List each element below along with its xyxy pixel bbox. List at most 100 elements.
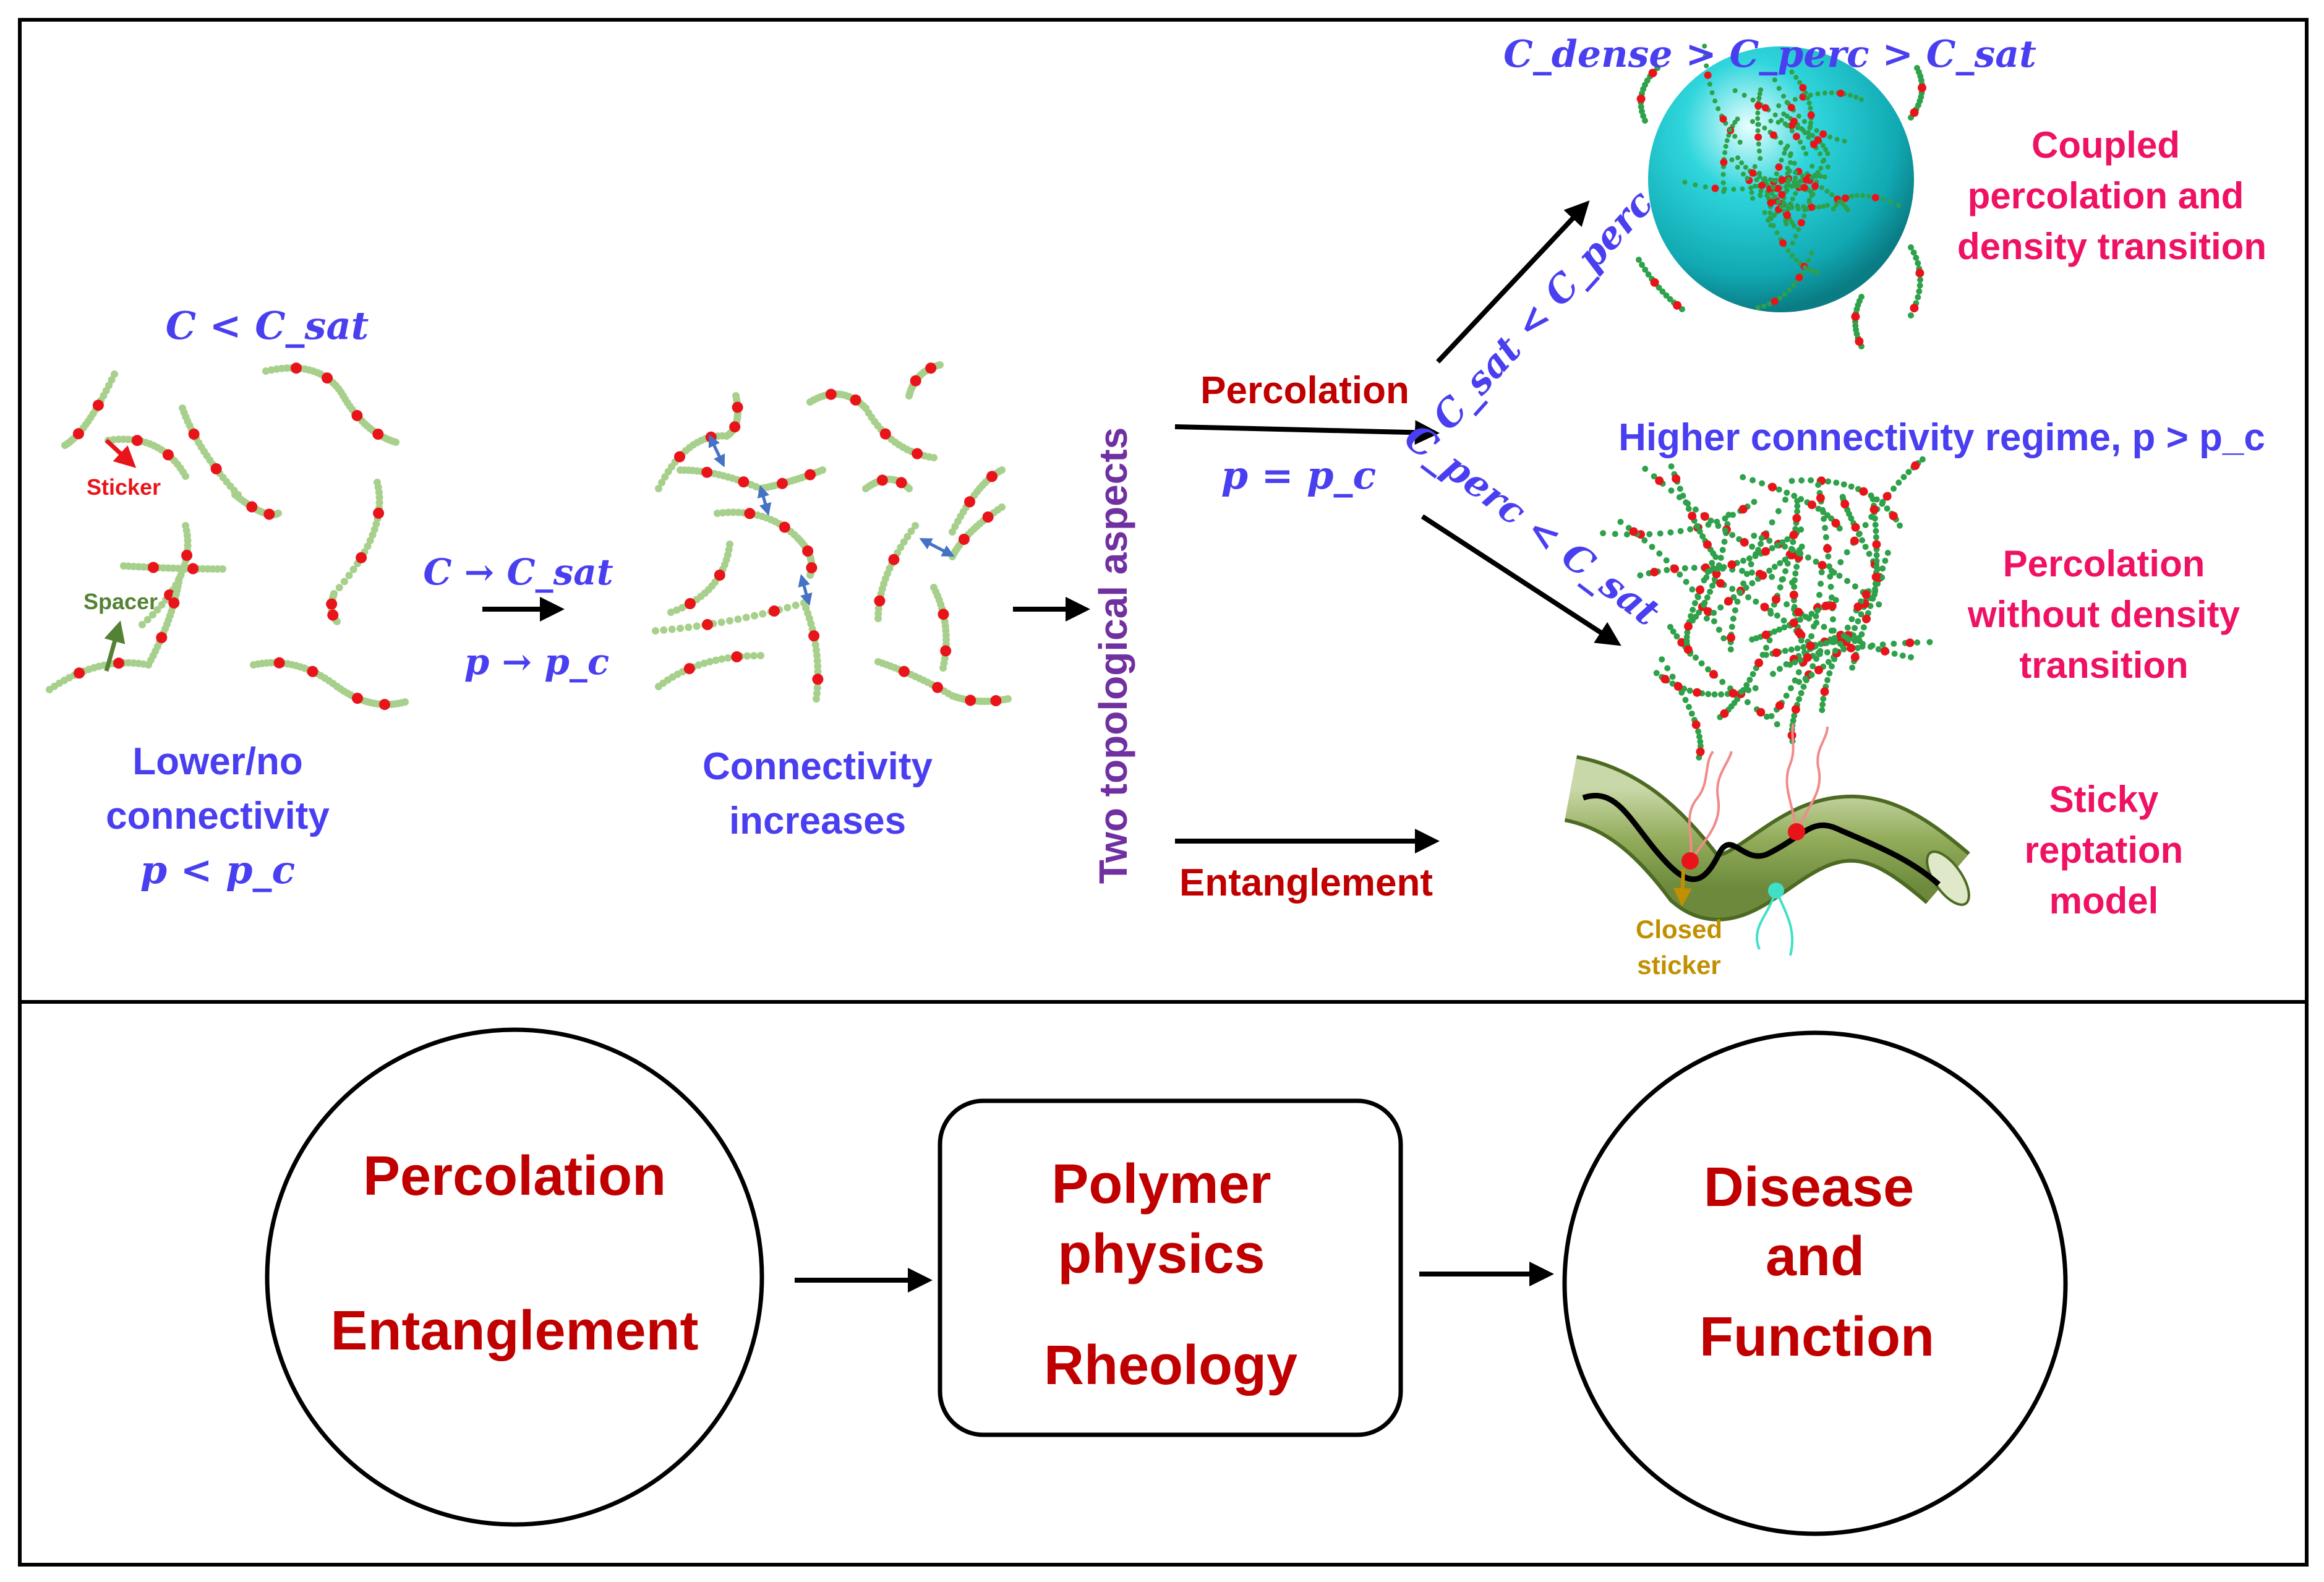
sticker-dot [210, 463, 222, 474]
sticker-dot [777, 477, 788, 489]
spacer-bead [1825, 151, 1831, 156]
spacer-bead [1775, 486, 1782, 493]
spacer-bead [1789, 547, 1796, 554]
spacer-bead [1810, 268, 1816, 274]
spacer-bead [1798, 690, 1805, 696]
open-sticker-dot [1788, 823, 1805, 840]
spacer-bead [1762, 126, 1767, 130]
start-regime: p < p_c [140, 847, 296, 892]
sticker-dot [327, 609, 339, 621]
spacer-bead [1905, 469, 1912, 476]
spacer-bead [1698, 660, 1705, 667]
spacer-bead [652, 627, 659, 635]
spacer-bead [1730, 615, 1737, 622]
spacer-bead [1772, 212, 1777, 218]
spacer-bead [1792, 179, 1797, 185]
spacer-bead [1872, 580, 1879, 587]
spacer-bead [1770, 670, 1776, 677]
spacer-bead [1641, 537, 1648, 544]
spacer-bead [1827, 583, 1834, 590]
spacer-bead [1649, 544, 1655, 550]
spacer-bead [1890, 485, 1897, 492]
spacer-bead [1818, 151, 1823, 156]
sticker-dot [1910, 108, 1919, 117]
spacer-bead [1744, 699, 1751, 706]
spacer-bead [900, 538, 908, 546]
spacer-bead [1896, 203, 1901, 208]
spacer-bead [1815, 482, 1822, 488]
spacer-bead [1762, 652, 1769, 658]
spacer-bead [792, 601, 800, 609]
sticker-dot [379, 699, 390, 711]
spacer-bead [814, 662, 822, 670]
spacer-bead [1745, 594, 1751, 601]
sticker-dot [1869, 505, 1879, 514]
reptation-outcome-line2: reptation [2025, 829, 2184, 871]
sticker-dot [1774, 184, 1782, 192]
sticker-dot [1795, 628, 1803, 637]
spacer-bead [1793, 169, 1798, 175]
middle-box-line1: Polymer [1051, 1153, 1271, 1215]
spacer-bead [1809, 163, 1815, 169]
spacer-bead [1772, 194, 1778, 200]
sticker-dot [1811, 182, 1819, 190]
sticker-dot [1696, 747, 1705, 756]
spacer-bead [1638, 103, 1644, 110]
spacer-bead [1722, 515, 1728, 522]
spacer-bead [1711, 618, 1717, 625]
spacer-bead [1873, 528, 1879, 534]
spacer-bead [813, 657, 821, 665]
spacer-bead [1769, 519, 1775, 526]
spacer-bead [1829, 663, 1835, 670]
spacer-bead [1796, 113, 1801, 119]
spacer-bead [1734, 598, 1741, 605]
spacer-bead [1848, 515, 1855, 522]
spacer-bead [1776, 85, 1782, 91]
spacer-bead [1917, 276, 1923, 283]
spacer-bead [813, 651, 821, 659]
spacer-bead [1751, 532, 1758, 539]
spacer-bead [1806, 135, 1811, 140]
spacer-bead [1722, 150, 1728, 155]
sticker-dot [1779, 176, 1786, 184]
spacer-bead [1774, 230, 1780, 236]
sticker-dot [1855, 337, 1864, 346]
spacer-bead [1748, 561, 1754, 568]
spacer-bead [1688, 710, 1695, 717]
spacer-bead [1859, 96, 1864, 102]
sticker-dot [1807, 111, 1815, 119]
sticker-dot [188, 429, 200, 440]
spacer-bead [1798, 126, 1804, 131]
sticker-dot [879, 428, 891, 440]
spacer-bead [1797, 617, 1803, 623]
spacer-bead [1664, 567, 1670, 573]
sticker-dot [1684, 622, 1693, 631]
spacer-bead [1667, 623, 1673, 630]
sticker-dot [1754, 102, 1762, 109]
spacer-bead [1820, 158, 1826, 164]
sticker-dot [1882, 492, 1892, 501]
spacer-bead [1714, 566, 1720, 572]
spacer-bead [1777, 560, 1784, 567]
spacer-bead [1788, 477, 1795, 484]
spacer-bead [1836, 525, 1843, 532]
entanglement-label: Entanglement [1179, 862, 1433, 904]
sticker-pointer-arrow [105, 438, 137, 468]
spacer-bead [1789, 128, 1795, 134]
middle-caption-line2: increases [729, 800, 906, 842]
spacer-bead [1821, 516, 1827, 522]
spacer-bead [1843, 549, 1850, 555]
spacer-bead [1831, 656, 1838, 662]
spacer-bead [936, 361, 944, 369]
spacer-bead [1793, 183, 1799, 189]
spacer-bead [1788, 646, 1795, 653]
spacer-bead [732, 392, 740, 400]
spacer-bead [1758, 87, 1764, 93]
spacer-bead [1816, 592, 1822, 598]
sticker-dot [246, 501, 258, 513]
spacer-bead [1800, 683, 1807, 690]
sticker-dot [307, 665, 318, 677]
sticker-dot [1790, 118, 1798, 126]
spacer-bead [139, 621, 146, 628]
spacer-bead [1875, 646, 1882, 652]
